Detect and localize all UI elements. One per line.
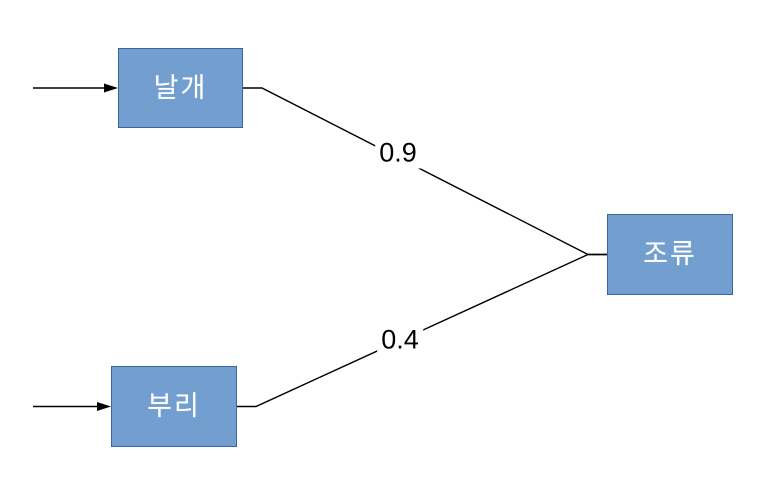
node-beak-label: 부리 (147, 391, 201, 421)
node-wings-label: 날개 (153, 72, 208, 103)
node-beak: 부리 (111, 366, 237, 447)
edge-line-wings-birds (243, 87, 607, 256)
arrowhead-icon (104, 83, 118, 93)
node-wings: 날개 (118, 48, 243, 128)
arrowhead-icon (97, 402, 111, 411)
node-birds-label: 조류 (643, 239, 697, 269)
edge-weight-label-wings-birds: 0.9 (375, 137, 421, 169)
edge-weight-label-beak-birds: 0.4 (377, 324, 423, 356)
node-birds: 조류 (607, 214, 733, 295)
